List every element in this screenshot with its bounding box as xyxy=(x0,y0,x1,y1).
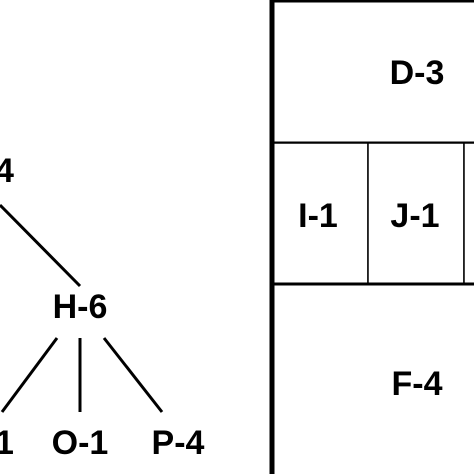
tree-diagram: 4 H-6 1 O-1 P-4 xyxy=(0,152,205,462)
treemap-cell-d xyxy=(270,0,474,145)
treemap: D-3 I-1 J-1 F-4 xyxy=(269,0,474,474)
node-o: O-1 xyxy=(52,424,109,462)
treemap-cell-k xyxy=(463,142,474,285)
node-top: 4 xyxy=(0,152,14,190)
treemap-label-i: I-1 xyxy=(298,197,338,235)
edge-top-h xyxy=(0,203,82,288)
treemap-label-f: F-4 xyxy=(392,365,443,403)
treemap-label-d: D-3 xyxy=(390,54,445,92)
edge-h-p xyxy=(102,337,164,413)
treemap-cell-f xyxy=(270,282,474,474)
edge-h-1 xyxy=(0,337,59,413)
node-p: P-4 xyxy=(152,424,205,462)
node-h: H-6 xyxy=(53,288,108,326)
treemap-cell-j xyxy=(367,142,465,285)
node-1: 1 xyxy=(0,424,14,462)
treemap-label-j: J-1 xyxy=(390,197,439,235)
treemap-cell-i xyxy=(271,142,369,285)
